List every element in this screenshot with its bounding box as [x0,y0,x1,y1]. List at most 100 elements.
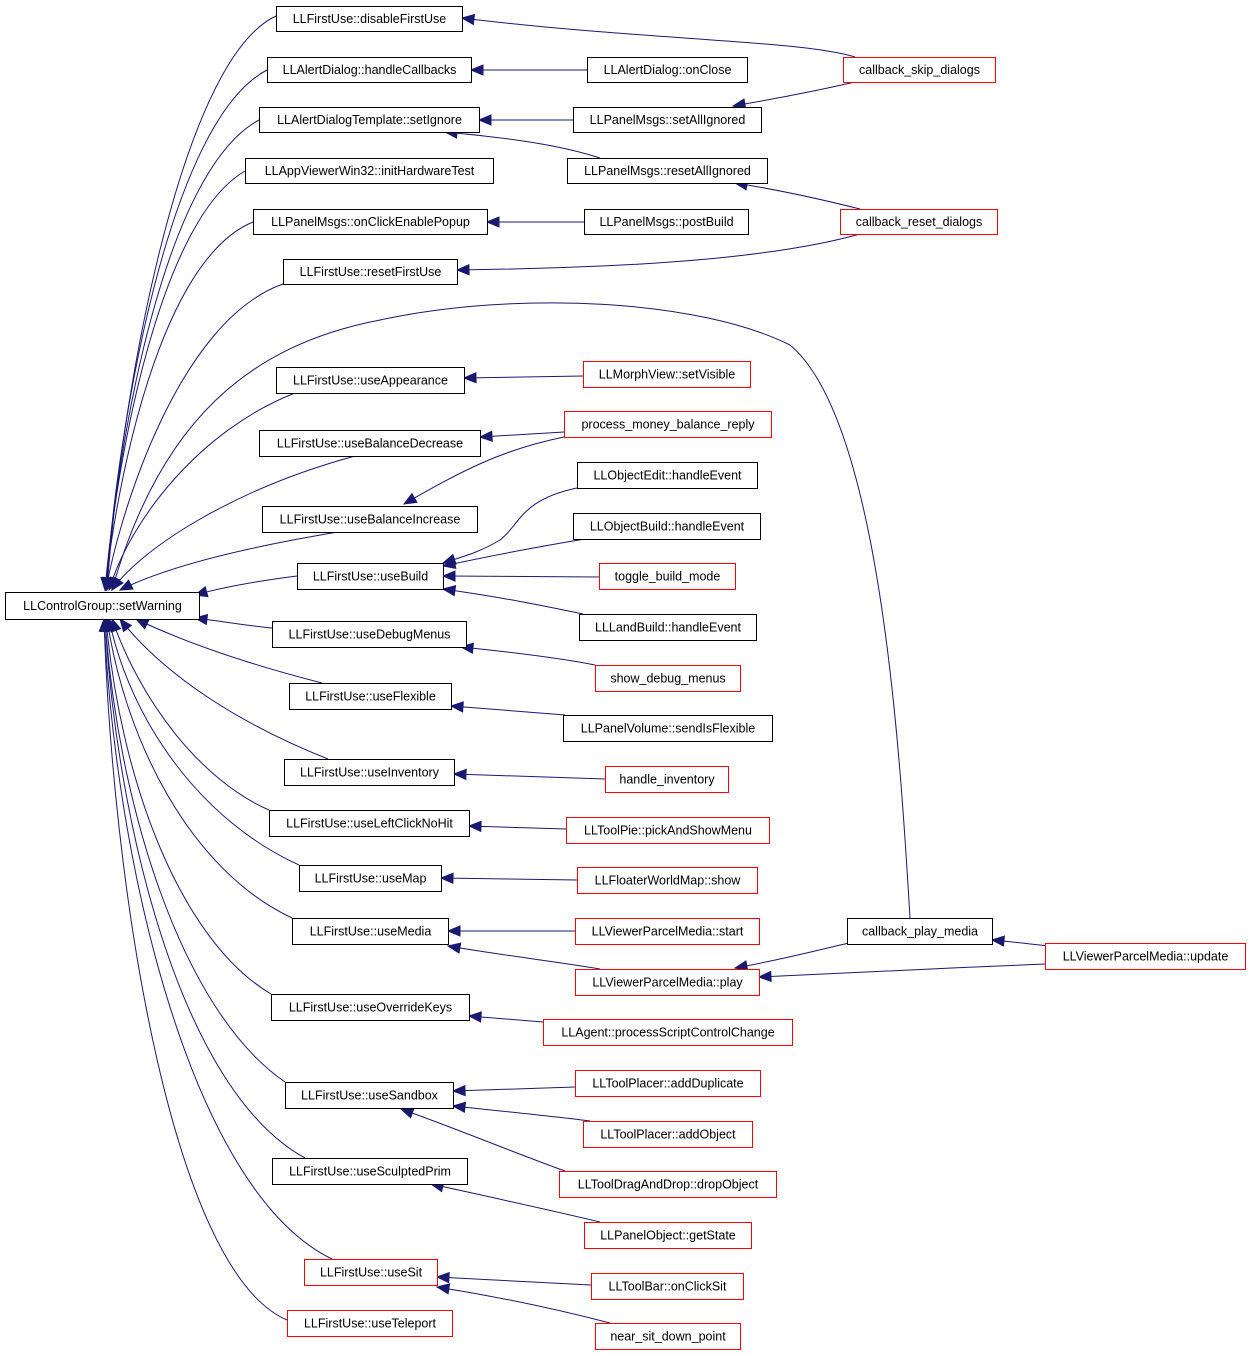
node-box [285,1082,454,1109]
edge-useLeftClickNoHit-to-root [111,618,270,811]
arrowhead-showDebug-to-useDebugMenus [459,642,474,654]
node-box [605,766,729,793]
node-box [271,994,470,1021]
edge-moneyReply-to-useBalanceIncrease [403,436,565,505]
node-useTeleport[interactable]: LLFirstUse::useTeleport [287,1310,453,1337]
node-useBalanceIncrease[interactable]: LLFirstUse::useBalanceIncrease [262,506,478,533]
node-mediaPlay[interactable]: LLViewerParcelMedia::play [575,969,760,996]
edge-useInventory-to-root [119,618,329,760]
node-label: LLToolPlacer::addObject [600,1128,736,1142]
node-box [577,462,758,489]
node-toggleBuild[interactable]: toggle_build_mode [599,563,736,590]
node-mediaUpdate[interactable]: LLViewerParcelMedia::update [1045,943,1246,970]
node-useAppearance[interactable]: LLFirstUse::useAppearance [276,367,465,394]
edge-useOverrideKeys-to-root [105,618,272,995]
node-useFlexible[interactable]: LLFirstUse::useFlexible [289,683,452,710]
node-resetDialogs[interactable]: callback_reset_dialogs [840,209,998,235]
node-useMedia[interactable]: LLFirstUse::useMedia [292,918,449,945]
node-box [595,1323,741,1350]
node-root[interactable]: LLControlGroup::setWarning [5,592,200,620]
node-useInventory[interactable]: LLFirstUse::useInventory [284,759,455,786]
node-showDebug[interactable]: show_debug_menus [595,665,741,692]
arrowhead-onClickSit-to-useSit [435,1271,450,1284]
node-useSandbox[interactable]: LLFirstUse::useSandbox [285,1082,454,1109]
node-box [567,158,768,184]
node-playMedia[interactable]: callback_play_media [847,918,993,945]
node-initHardwareTest[interactable]: LLAppViewerWin32::initHardwareTest [245,158,494,184]
node-box [253,209,488,235]
arrowhead-moneyReply-to-useBalanceDecrease [478,430,493,443]
node-label: LLFirstUse::useBalanceIncrease [280,513,461,527]
node-skipDialogs[interactable]: callback_skip_dialogs [843,57,996,83]
arrowhead-useFlexible-to-root [134,618,150,630]
node-dropObject[interactable]: LLToolDragAndDrop::dropObject [559,1171,777,1198]
node-box [289,683,452,710]
node-useBuild[interactable]: LLFirstUse::useBuild [297,563,444,590]
edge-useBuild-to-root [194,575,298,596]
edge-useSandbox-to-root [104,618,286,1083]
node-useLeftClickNoHit[interactable]: LLFirstUse::useLeftClickNoHit [269,810,470,837]
arrowhead-addObject-to-useSandbox [451,1101,467,1113]
node-landBuildHandle[interactable]: LLLandBuild::handleEvent [579,614,757,641]
node-sendIsFlexible[interactable]: LLPanelVolume::sendIsFlexible [563,715,773,742]
edge-skipDialogs-to-setAllIgnored [732,81,856,107]
arrowhead-resetDialogs-to-resetFirstUse [455,264,470,276]
node-mediaStart[interactable]: LLViewerParcelMedia::start [575,918,760,945]
arrowhead-setAllIgnored-to-setIgnore [477,114,492,126]
node-scriptControl[interactable]: LLAgent::processScriptControlChange [543,1019,793,1046]
node-resetFirstUse[interactable]: LLFirstUse::resetFirstUse [283,259,458,285]
node-onClickEnablePopup[interactable]: LLPanelMsgs::onClickEnablePopup [253,209,488,235]
node-onClickSit[interactable]: LLToolBar::onClickSit [591,1273,744,1300]
node-label: LLFirstUse::useSandbox [301,1089,439,1103]
node-worldMapShow[interactable]: LLFloaterWorldMap::show [577,867,758,894]
node-addDuplicate[interactable]: LLToolPlacer::addDuplicate [575,1070,761,1097]
node-useDebugMenus[interactable]: LLFirstUse::useDebugMenus [272,621,467,648]
node-label: LLFirstUse::useInventory [300,766,440,780]
node-onClose[interactable]: LLAlertDialog::onClose [587,57,748,83]
arrowhead-pickAndShowMenu-to-useLeftClickNoHit [467,820,482,833]
node-label: LLPanelMsgs::resetAllIgnored [584,164,751,178]
node-box [272,621,467,648]
node-useOverrideKeys[interactable]: LLFirstUse::useOverrideKeys [271,994,470,1021]
node-setIgnore[interactable]: LLAlertDialogTemplate::setIgnore [259,107,480,133]
node-box [587,57,748,83]
edge-layer [98,13,1051,1324]
node-box [1045,943,1246,970]
node-setVisible[interactable]: LLMorphView::setVisible [583,361,751,388]
node-useSit[interactable]: LLFirstUse::useSit [304,1259,438,1286]
node-box [584,1222,752,1249]
edge-sitDownPoint-to-useSit [436,1286,611,1324]
node-objBuildHandle[interactable]: LLObjectBuild::handleEvent [573,513,761,540]
node-pickAndShowMenu[interactable]: LLToolPie::pickAndShowMenu [566,817,770,844]
node-objEditHandle[interactable]: LLObjectEdit::handleEvent [577,462,758,489]
node-label: LLPanelMsgs::setAllIgnored [590,113,746,127]
node-label: LLToolPlacer::addDuplicate [592,1077,743,1091]
node-getState[interactable]: LLPanelObject::getState [584,1222,752,1249]
node-label: LLToolDragAndDrop::dropObject [578,1178,759,1192]
node-sitDownPoint[interactable]: near_sit_down_point [595,1323,741,1350]
node-label: LLFirstUse::useMap [315,872,427,886]
edge-initHardwareTest-to-root [104,170,246,591]
node-handleCallbacks[interactable]: LLAlertDialog::handleCallbacks [267,57,472,83]
node-box [259,107,480,133]
node-useMap[interactable]: LLFirstUse::useMap [299,865,442,892]
node-postBuild[interactable]: LLPanelMsgs::postBuild [584,209,749,235]
node-handleInventory[interactable]: handle_inventory [605,766,729,793]
arrowhead-setVisible-to-useAppearance [462,372,477,384]
node-label: LLViewerParcelMedia::start [592,925,744,939]
node-label: LLFirstUse::useMedia [310,925,432,939]
node-setAllIgnored[interactable]: LLPanelMsgs::setAllIgnored [573,107,762,133]
node-useSculptedPrim[interactable]: LLFirstUse::useSculptedPrim [272,1158,468,1185]
edge-disableFirstUse-to-root [106,15,277,591]
node-box [575,918,760,945]
edge-addObject-to-useSandbox [452,1105,591,1122]
node-box [563,715,773,742]
node-useBalanceDecrease[interactable]: LLFirstUse::useBalanceDecrease [259,430,481,457]
node-label: process_money_balance_reply [581,418,755,432]
node-label: LLFloaterWorldMap::show [595,874,742,888]
node-disableFirstUse[interactable]: LLFirstUse::disableFirstUse [276,6,463,32]
node-moneyReply[interactable]: process_money_balance_reply [564,411,772,438]
node-box [583,361,751,388]
node-resetAllIgnored[interactable]: LLPanelMsgs::resetAllIgnored [567,158,768,184]
node-addObject[interactable]: LLToolPlacer::addObject [583,1121,753,1148]
